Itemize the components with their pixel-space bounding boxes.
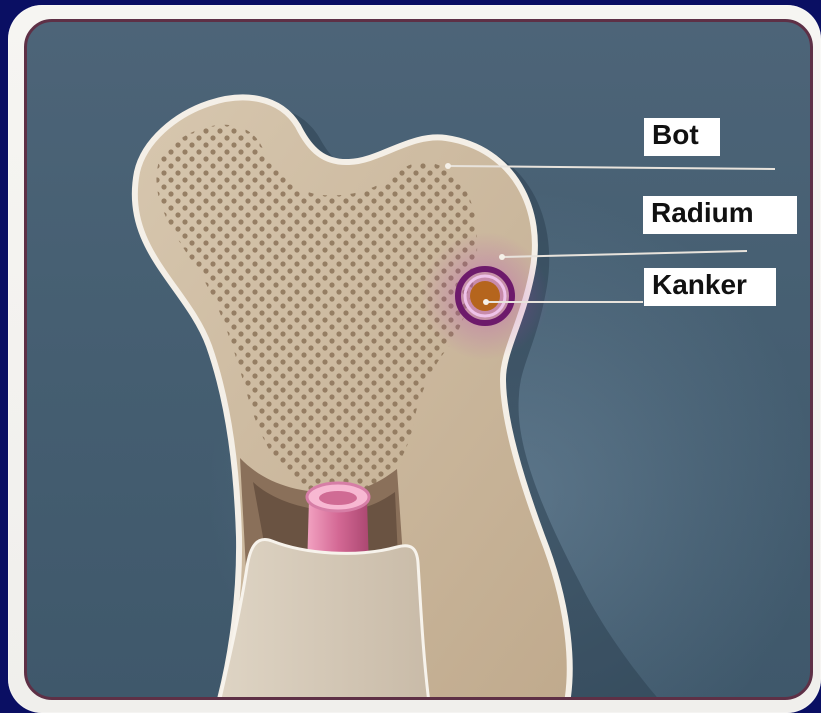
bone-pointer-dot — [445, 163, 451, 169]
cancer-pointer-dot — [483, 299, 489, 305]
radium-label: Radium — [643, 196, 797, 234]
image-card: Bot Radium Kanker — [8, 5, 821, 713]
bone-shaft-front — [219, 540, 429, 700]
cancer-cell — [470, 281, 500, 311]
bone-diagram-panel: Bot Radium Kanker — [24, 19, 813, 700]
radium-pointer-dot — [499, 254, 505, 260]
marrow-tube-opening — [319, 491, 357, 505]
bone-label: Bot — [644, 118, 720, 156]
cancer-label: Kanker — [644, 268, 776, 306]
